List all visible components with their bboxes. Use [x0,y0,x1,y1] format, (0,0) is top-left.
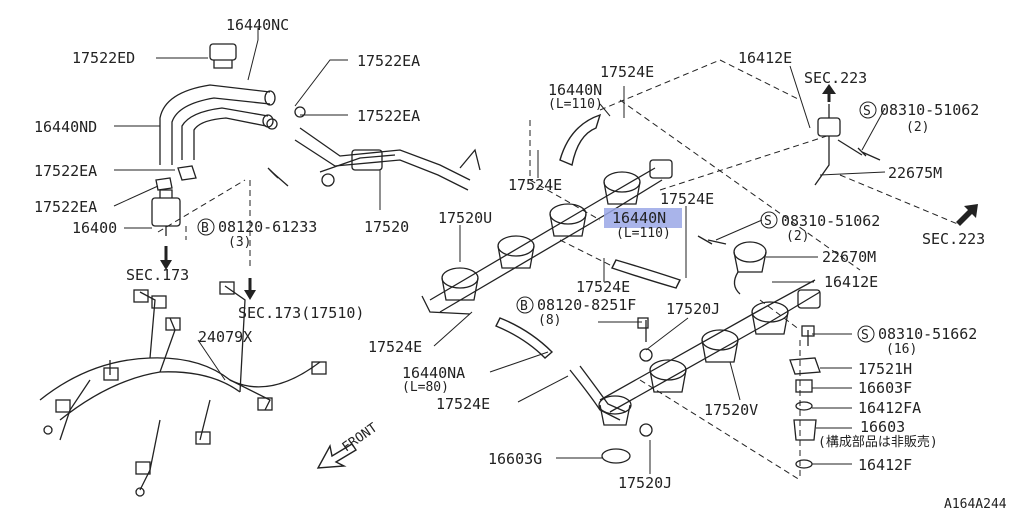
label-16440na[interactable]: 16440NA [402,364,465,382]
label-17522ea[interactable]: 17522EA [357,107,420,125]
label-front: FRONT [340,420,381,455]
bolts [267,147,881,337]
label-17522ea[interactable]: 17522EA [34,198,97,216]
arrow-up-right-icon [956,204,978,226]
screw-circle-s-icon [760,211,778,229]
label-bolt-08120-8251f[interactable]: 08120-8251F [537,296,636,314]
label-16412fa[interactable]: 16412FA [858,399,921,417]
label-17524e[interactable]: 17524E [436,395,490,413]
part-labels: 16440NC 17522ED 17522EA 17522EA 16440ND … [34,16,1007,511]
arrows [160,84,978,469]
label-bolt-qty: (8) [538,313,561,328]
label-16412e[interactable]: 16412E [738,49,792,67]
label-17520v[interactable]: 17520V [704,401,758,419]
label-17524e[interactable]: 17524E [508,176,562,194]
svg-text:B: B [520,299,528,314]
label-16440nc[interactable]: 16440NC [226,16,289,34]
fuel-hose-16440nd [159,84,276,165]
label-screw-qty: (16) [886,342,917,357]
label-screw-08310-51662[interactable]: 08310-51662 [878,325,977,343]
label-sec173-17510[interactable]: SEC.173(17510) [238,304,364,322]
label-17522ed[interactable]: 17522ED [72,49,135,67]
label-17524e[interactable]: 17524E [600,63,654,81]
svg-text:S: S [861,328,869,343]
arrow-up-icon [822,84,836,94]
fuel-filter-16400 [151,189,181,236]
label-16412e[interactable]: 16412E [824,273,878,291]
fuel-hose-16440n [559,113,602,166]
label-screw-qty: (2) [786,229,809,244]
arrow-down-icon [160,260,172,270]
label-screw-qty: (2) [906,120,929,135]
circle-markers: B S S B S [197,101,877,343]
label-17521h[interactable]: 17521H [858,360,912,378]
label-16412f[interactable]: 16412F [858,456,912,474]
label-16440n[interactable]: 16440N [548,81,602,99]
front-arrow-icon [316,443,357,469]
svg-text:S: S [764,214,772,229]
label-bolt-08120-61233[interactable]: 08120-61233 [218,218,317,236]
bolt-circle-b-icon [516,296,534,314]
injector-16603 [789,330,821,469]
label-bolt-qty: (3) [228,235,251,250]
label-16603g[interactable]: 16603G [488,450,542,468]
label-sec223[interactable]: SEC.223 [804,69,867,87]
leader-lines [113,28,886,474]
selected-part-highlight [604,208,682,228]
svg-text:B: B [201,221,209,236]
screw-circle-s-icon [859,101,877,119]
fuel-pipe-17520j [569,320,653,464]
label-screw-08310-51062[interactable]: 08310-51062 [781,212,880,230]
label-sec223[interactable]: SEC.223 [922,230,985,248]
label-22670m[interactable]: 22670M [822,248,876,266]
label-length: (L=110) [548,97,603,112]
label-screw-08310-51062[interactable]: 08310-51062 [880,101,979,119]
arrow-down-icon [244,290,256,300]
pressure-regulator-22670m [707,239,767,295]
fuel-hose-16440na [495,317,554,359]
label-length: (L=80) [402,380,449,395]
fuel-hose-16440 [611,259,681,289]
label-17524e[interactable]: 17524E [660,190,714,208]
label-17520j[interactable]: 17520J [618,474,672,492]
screw-circle-s-icon [857,325,875,343]
label-17524e[interactable]: 17524E [368,338,422,356]
bolt-circle-b-icon [197,218,215,236]
label-24079x[interactable]: 24079X [198,328,252,346]
diagram-code: A164A244 [944,497,1007,511]
pressure-regulator-22675m [814,104,863,186]
label-17522ea[interactable]: 17522EA [34,162,97,180]
clamp-17522ed [209,43,237,69]
dashed-reference-lines [157,59,961,481]
label-16603f[interactable]: 16603F [858,379,912,397]
label-17520[interactable]: 17520 [364,218,409,236]
label-22675m[interactable]: 22675M [888,164,942,182]
label-17524e[interactable]: 17524E [576,278,630,296]
svg-text:S: S [863,104,871,119]
label-16440n-selected[interactable]: 16440N [612,209,666,227]
label-17520j[interactable]: 17520J [666,300,720,318]
fuel-rail-17520v [599,279,821,413]
label-16400[interactable]: 16400 [72,219,117,237]
label-17522ea[interactable]: 17522EA [357,52,420,70]
label-16603-note: (構成部品は非販売) [818,434,938,450]
label-sec173[interactable]: SEC.173 [126,266,189,284]
label-16603[interactable]: 16603 [860,418,905,436]
label-16440nd[interactable]: 16440ND [34,118,97,136]
wiring-harness-24079x [39,281,327,497]
label-length: (L=110) [616,226,671,241]
label-17520u[interactable]: 17520U [438,209,492,227]
